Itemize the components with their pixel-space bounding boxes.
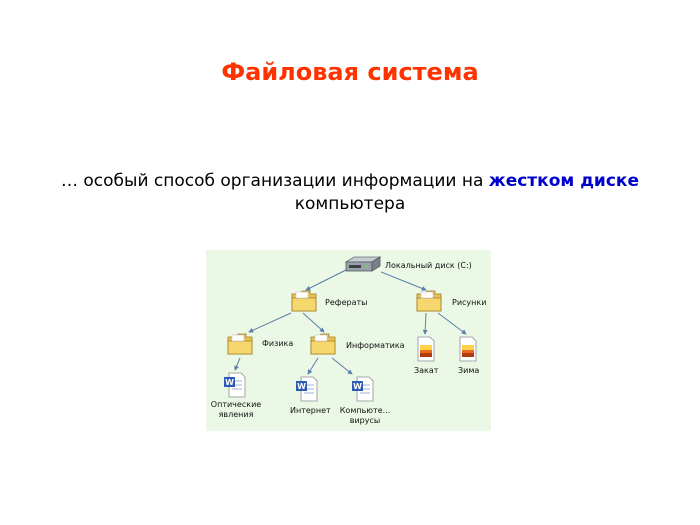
root-drive-label: Локальный диск (C:): [385, 261, 472, 270]
svg-text:W: W: [353, 382, 362, 391]
slide-title: Файловая система: [221, 58, 479, 86]
file-label-internet: Интернет: [290, 406, 331, 415]
svg-text:W: W: [225, 378, 234, 387]
file-label-virusy: Компьюте... вирусы: [339, 406, 391, 425]
folder-label-risunki: Рисунки: [452, 298, 487, 307]
edge-root-referaty: [305, 269, 347, 291]
description-text: … особый способ организации информации н…: [61, 171, 489, 191]
edge-referaty-informatika: [302, 312, 325, 333]
file-label-opticheskie: Оптические явления: [210, 400, 262, 419]
edge-referaty-fizika: [248, 312, 292, 333]
folder-label-fizika: Физика: [262, 339, 294, 348]
slide-description: … особый способ организации информации н…: [40, 170, 660, 216]
svg-text:W: W: [297, 382, 306, 391]
file-label-zima: Зима: [458, 366, 480, 375]
file-tree-diagram: Локальный диск (C:) Рефераты Рисунки Физ…: [206, 250, 491, 431]
edge-fizika-opticheskie: [234, 357, 241, 371]
edge-risunki-zima: [437, 312, 467, 335]
edge-informatika-internet: [307, 357, 319, 375]
description-highlight: жестком диске: [488, 171, 639, 191]
edge-root-risunki: [380, 271, 427, 291]
file-label-zakat: Закат: [414, 366, 439, 375]
edge-risunki-zakat: [422, 312, 428, 335]
folder-label-informatika: Информатика: [346, 341, 405, 350]
description-text-end: компьютера: [294, 194, 406, 214]
folder-label-referaty: Рефераты: [325, 298, 368, 307]
tree-connectors: [234, 269, 467, 375]
edge-informatika-virusy: [331, 357, 353, 375]
